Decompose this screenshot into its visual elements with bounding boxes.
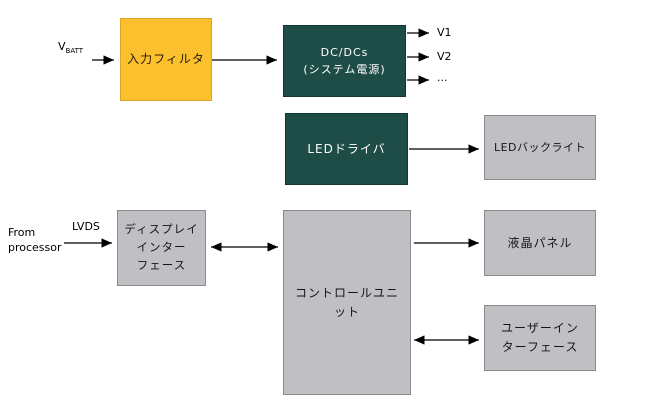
display-interface-label-line3: フェース [136,257,187,272]
from-processor-label: From processor [8,226,62,256]
led-backlight-label: LEDバックライト [493,140,587,154]
from-processor-line2: processor [8,240,62,254]
lcd-panel-label: 液晶パネル [507,235,573,250]
vbatt-label: VBATT [58,40,83,55]
led-driver-label: LEDドライバ [307,141,386,156]
control-unit-block: コントロールユニット [283,210,411,395]
more-outputs-label: ... [437,71,448,84]
input-filter-label: 入力フィルタ [127,52,205,67]
from-processor-line1: From [8,226,36,239]
control-unit-label: コントロールユニット [294,285,399,319]
led-backlight-block: LEDバックライト [484,115,596,180]
lvds-label: LVDS [72,220,100,233]
vbatt-subscript: BATT [65,47,84,56]
user-interface-label: ユーザーインターフェース [501,321,579,354]
dcdc-system-power-block: DC/DCs (システム電源) [283,25,406,97]
lcd-panel-block: 液晶パネル [484,210,596,276]
user-interface-block: ユーザーインターフェース [484,305,596,371]
display-interface-label-line1: ディスプレイ [124,222,199,237]
dcdc-label-line2: (システム電源) [303,63,386,76]
led-driver-block: LEDドライバ [285,113,408,185]
vbatt-symbol: V [58,40,66,53]
display-interface-block: ディスプレイ インター フェース [117,210,206,286]
dcdc-label-line1: DC/DCs [320,45,369,59]
input-filter-block: 入力フィルタ [120,18,212,101]
display-interface-label-line2: インター [136,240,187,255]
v2-output-label: V2 [437,50,452,63]
v1-output-label: V1 [437,26,452,39]
